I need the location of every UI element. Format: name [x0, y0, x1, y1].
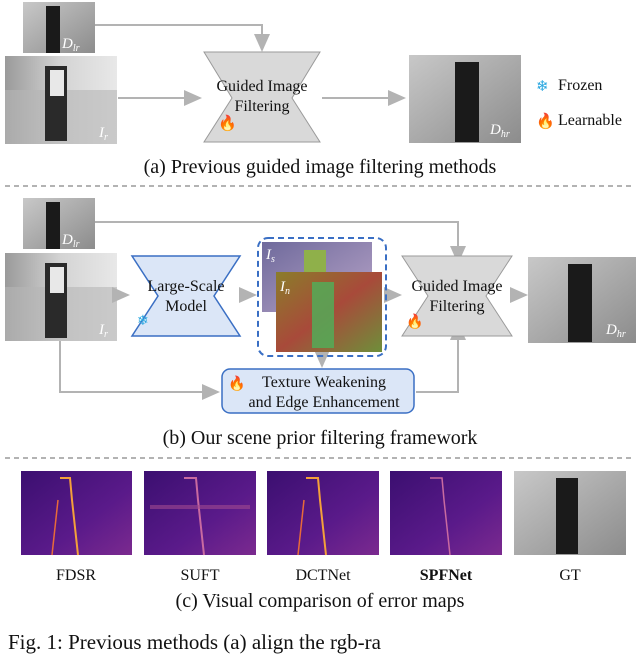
depth-hr-image-a: Dhr — [409, 55, 521, 143]
panel-c: FDSR SUFT DCTNet SPFNet GT (c) Visual co… — [21, 471, 626, 612]
error-map-fdsr — [21, 471, 132, 556]
model-title: Large-Scale — [148, 278, 225, 295]
texture-edge-module: 🔥 Texture Weakening and Edge Enhancement — [221, 368, 415, 414]
flame-icon: 🔥 — [536, 112, 555, 130]
caption-a: (a) Previous guided image filtering meth… — [144, 156, 497, 178]
flame-icon: 🔥 — [218, 114, 237, 132]
guided-filtering-module-b: Guided Image Filtering 🔥 — [401, 255, 513, 337]
scene-prior-box: Is In — [257, 237, 387, 357]
legend-frozen: Frozen — [558, 77, 602, 94]
legend: ❄ Frozen 🔥 Learnable — [536, 77, 622, 130]
figure-caption-fragment: Fig. 1: Previous methods (a) align the r… — [8, 630, 381, 654]
module-title-b: Guided Image — [411, 278, 502, 295]
model-subtitle: Model — [165, 298, 207, 315]
depth-lr-image-a: Dlr — [23, 2, 95, 54]
ground-truth-depth — [514, 471, 626, 555]
method-label-fdsr: FDSR — [56, 567, 96, 584]
method-label-dctnet: DCTNet — [295, 567, 351, 584]
large-scale-model: Large-Scale Model ❄ — [130, 255, 242, 337]
d-hr-label-a: Dhr — [489, 122, 510, 140]
rgb-image-b: Ir — [5, 253, 117, 341]
flame-icon: 🔥 — [406, 313, 423, 330]
error-map-dctnet — [267, 471, 379, 556]
flame-icon: 🔥 — [228, 375, 245, 392]
i-n-label: In — [279, 279, 290, 297]
d-hr-label-b: Dhr — [605, 322, 626, 340]
caption-b: (b) Our scene prior filtering framework — [163, 427, 478, 449]
texture-title: Texture Weakening — [262, 374, 386, 391]
caption-c: (c) Visual comparison of error maps — [176, 590, 465, 612]
module-subtitle-b: Filtering — [429, 298, 484, 315]
depth-hr-image-b: Dhr — [528, 257, 636, 343]
i-r-label-b: Ir — [98, 322, 108, 340]
i-r-label-a: Ir — [98, 125, 108, 143]
snowflake-icon: ❄ — [536, 79, 549, 95]
texture-subtitle: and Edge Enhancement — [248, 394, 400, 411]
panel-a: Dlr Ir Guided Image Filtering 🔥 — [5, 2, 622, 178]
d-lr-label-a: Dlr — [61, 36, 80, 54]
error-map-spfnet — [390, 471, 502, 556]
method-label-spfnet: SPFNet — [420, 567, 473, 584]
legend-learnable: Learnable — [558, 112, 622, 129]
snowflake-icon: ❄ — [137, 314, 149, 329]
panel-b: Dlr Ir Large-Scale Model ❄ — [5, 198, 636, 449]
method-label-suft: SUFT — [180, 567, 219, 584]
rgb-image-a: Ir — [5, 56, 117, 144]
module-subtitle-a: Filtering — [234, 98, 289, 115]
d-lr-label-b: Dlr — [61, 232, 80, 250]
module-title-a: Guided Image — [216, 78, 307, 95]
method-label-gt: GT — [559, 567, 581, 584]
error-map-suft — [144, 471, 256, 556]
i-s-label: Is — [265, 247, 275, 265]
guided-filtering-module-a: Guided Image Filtering 🔥 — [203, 51, 321, 143]
depth-lr-image-b: Dlr — [23, 198, 95, 250]
